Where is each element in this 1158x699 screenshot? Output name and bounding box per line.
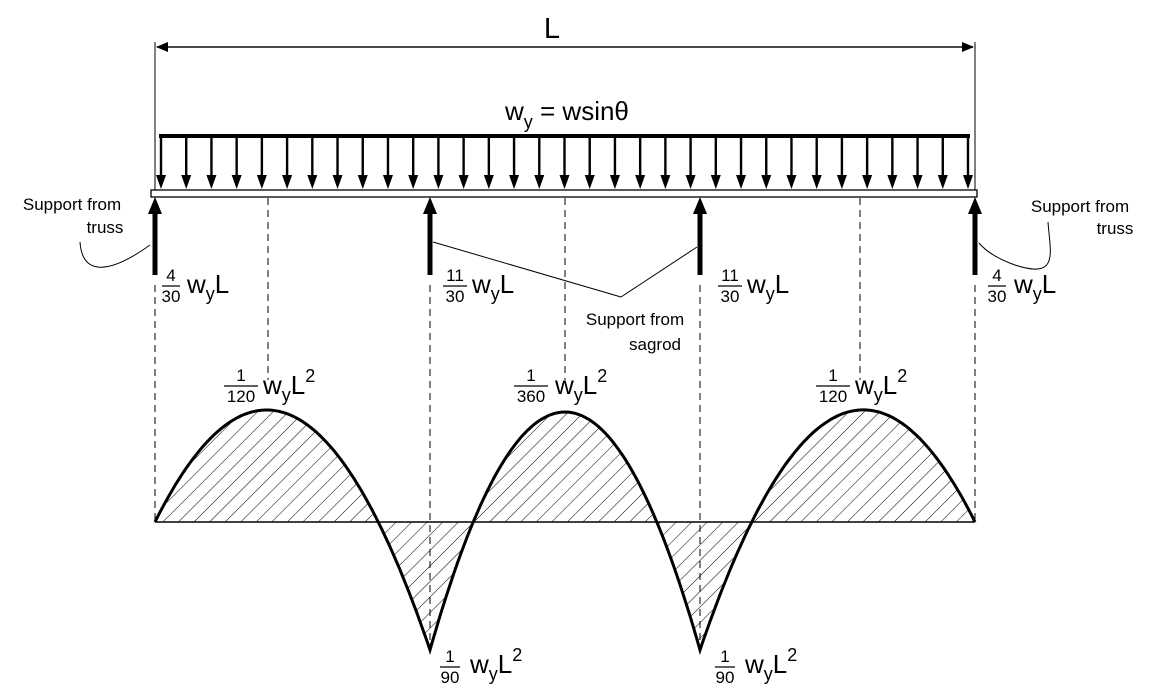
load-arrowhead <box>206 175 217 189</box>
load-arrowhead <box>458 175 469 189</box>
load-arrowhead <box>887 175 898 189</box>
positive-moment-label-2: 1 360 wyL2 <box>514 366 607 406</box>
load-arrowhead <box>181 175 192 189</box>
load-arrowhead <box>282 175 293 189</box>
svg-text:30: 30 <box>446 287 465 306</box>
load-arrowhead <box>761 175 772 189</box>
reaction-arrow-4 <box>968 197 982 275</box>
negative-moment-label-2: 1 90 wyL2 <box>715 645 797 687</box>
svg-text:30: 30 <box>162 287 181 306</box>
load-arrowhead <box>635 175 646 189</box>
svg-text:Support from: Support from <box>23 195 121 214</box>
svg-text:wyL: wyL <box>186 269 229 304</box>
svg-text:1: 1 <box>720 647 729 666</box>
svg-text:wyL2: wyL2 <box>262 366 315 405</box>
load-arrowhead <box>307 175 318 189</box>
load-arrowhead <box>836 175 847 189</box>
moment-line <box>153 408 977 656</box>
load-arrowhead <box>963 175 973 189</box>
svg-text:30: 30 <box>988 287 1007 306</box>
svg-text:wyL: wyL <box>746 269 789 304</box>
svg-text:wyL2: wyL2 <box>469 645 522 684</box>
svg-text:90: 90 <box>716 668 735 687</box>
svg-text:11: 11 <box>721 266 739 285</box>
svg-text:120: 120 <box>227 387 255 406</box>
load-arrowhead <box>433 175 444 189</box>
load-arrowhead <box>534 175 545 189</box>
positive-moment-label-3: 1 120 wyL2 <box>816 366 907 406</box>
load-arrowhead <box>357 175 368 189</box>
svg-text:Support from: Support from <box>1031 197 1129 216</box>
svg-text:1: 1 <box>236 366 245 385</box>
load-arrowhead <box>736 175 747 189</box>
load-arrowhead <box>811 175 822 189</box>
load-arrowhead <box>786 175 797 189</box>
svg-text:11: 11 <box>446 266 464 285</box>
svg-text:sagrod: sagrod <box>629 335 681 354</box>
load-arrowhead <box>256 175 267 189</box>
reaction-label-1: 4 30 wyL <box>162 266 230 306</box>
svg-text:1: 1 <box>828 366 837 385</box>
negative-moment-label-1: 1 90 wyL2 <box>440 645 522 687</box>
load-arrowhead <box>231 175 242 189</box>
svg-text:4: 4 <box>992 266 1001 285</box>
support-reactions <box>148 197 982 275</box>
load-arrowhead <box>609 175 620 189</box>
svg-text:wyL: wyL <box>471 269 514 304</box>
load-arrowhead <box>937 175 948 189</box>
moment-curve <box>153 408 977 656</box>
svg-text:truss: truss <box>87 218 124 237</box>
svg-text:30: 30 <box>721 287 740 306</box>
svg-text:wyL2: wyL2 <box>554 366 607 405</box>
span-dimension: L <box>154 13 976 195</box>
span-label: L <box>544 13 560 45</box>
svg-text:wyL: wyL <box>1013 269 1056 304</box>
svg-text:wyL2: wyL2 <box>854 366 907 405</box>
reaction-label-2: 11 30 wyL <box>443 266 514 306</box>
load-arrowhead <box>710 175 721 189</box>
reaction-label-4: 4 30 wyL <box>988 266 1057 306</box>
svg-text:wyL2: wyL2 <box>744 645 797 684</box>
moment-hatch <box>155 409 975 650</box>
svg-text:1: 1 <box>445 647 454 666</box>
svg-text:1: 1 <box>526 366 535 385</box>
load-arrowhead <box>559 175 570 189</box>
reaction-arrow-3 <box>693 197 707 275</box>
load-arrowhead <box>912 175 923 189</box>
load-arrows <box>156 137 973 189</box>
load-arrowhead <box>509 175 520 189</box>
support-note-truss-right: Support from truss <box>978 197 1134 270</box>
load-arrowhead <box>332 175 343 189</box>
load-arrowhead <box>862 175 873 189</box>
support-note-truss-left: Support from truss <box>23 195 151 268</box>
reaction-arrow-1 <box>148 197 162 275</box>
positive-moment-label-1: 1 120 wyL2 <box>224 366 315 406</box>
distributed-load <box>156 134 973 189</box>
load-arrowhead <box>382 175 393 189</box>
load-arrowhead <box>660 175 671 189</box>
load-arrowhead <box>408 175 419 189</box>
load-arrowhead <box>483 175 494 189</box>
reaction-arrow-2 <box>423 197 437 275</box>
svg-text:Support from: Support from <box>586 310 684 329</box>
svg-text:truss: truss <box>1097 219 1134 238</box>
svg-text:4: 4 <box>166 266 175 285</box>
svg-text:360: 360 <box>517 387 545 406</box>
beam <box>150 189 978 198</box>
load-label: wy = wsinθ <box>504 96 629 132</box>
svg-text:90: 90 <box>441 668 460 687</box>
load-arrowhead <box>685 175 696 189</box>
reaction-label-3: 11 30 wyL <box>718 266 789 306</box>
load-arrowhead <box>156 175 166 189</box>
svg-text:120: 120 <box>819 387 847 406</box>
support-note-sagrod: Support from sagrod <box>432 241 698 354</box>
load-arrowhead <box>584 175 595 189</box>
